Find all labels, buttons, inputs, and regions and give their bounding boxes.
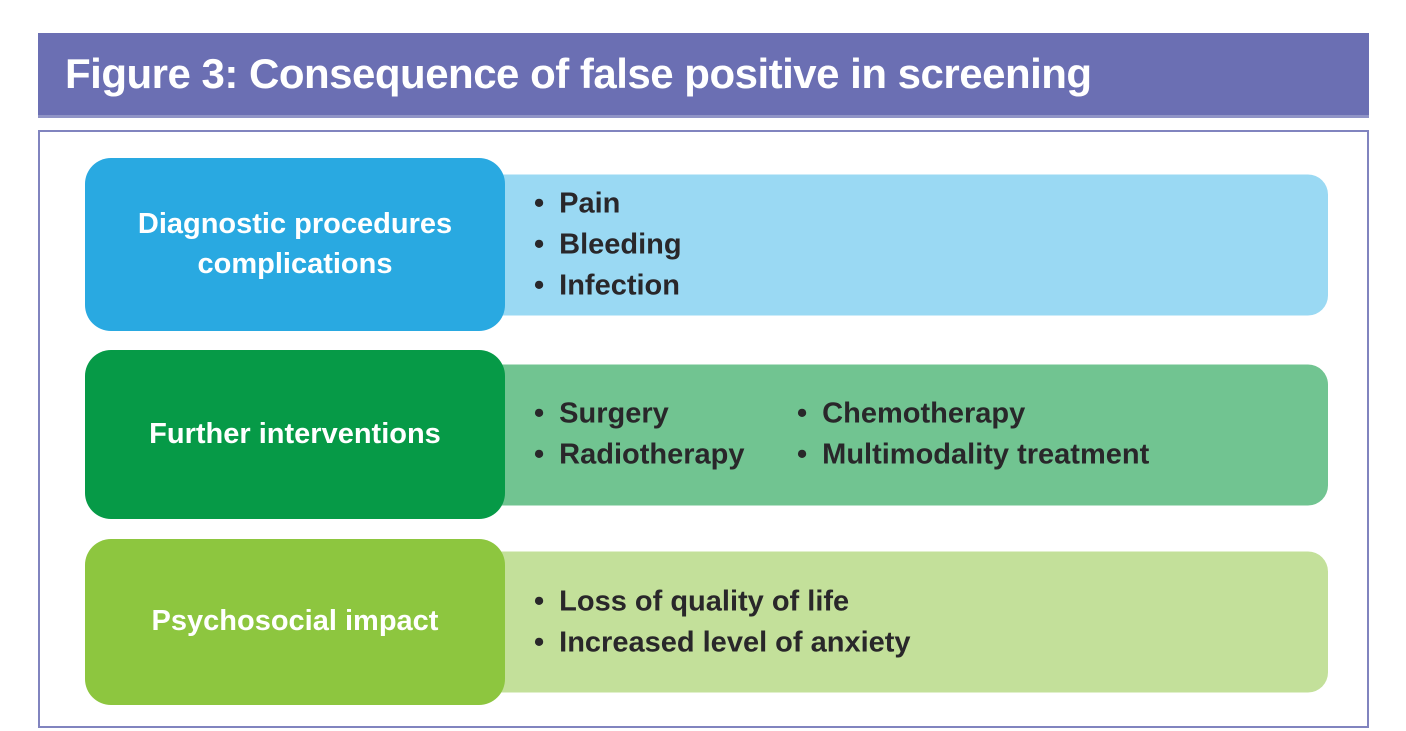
bullet-item: • Increased level of anxiety <box>534 622 911 663</box>
bullet-dot-icon: • <box>534 269 545 301</box>
bullet-item: • Pain <box>534 183 682 224</box>
bullet-text: Increased level of anxiety <box>559 626 911 658</box>
bullet-list: • Chemotherapy • Multimodality treatment <box>797 394 1149 476</box>
row-label: Further interventions <box>149 417 441 450</box>
bullet-item: • Loss of quality of life <box>534 581 911 622</box>
figure-title: Figure 3: Consequence of false positive … <box>65 50 1092 97</box>
row-diagnostic-procedures: • Pain • Bleeding • Infection Diagnostic… <box>40 158 1367 331</box>
bullet-item: • Surgery <box>534 394 797 435</box>
bullet-dot-icon: • <box>534 228 545 260</box>
row-label: Psychosocial impact <box>151 605 439 638</box>
row-interventions-bullets-bar: • Surgery • Radiotherapy • Chemotherapy <box>480 364 1328 505</box>
row-psychosocial-bullets-bar: • Loss of quality of life • Increased le… <box>480 551 1328 693</box>
bullet-list: • Pain • Bleeding • Infection <box>534 183 682 306</box>
bullet-text: Infection <box>559 269 680 301</box>
bullet-dot-icon: • <box>534 397 545 430</box>
figure-frame: • Pain • Bleeding • Infection Diagnostic… <box>38 130 1369 728</box>
row-psychosocial-label-block: Psychosocial impact <box>85 539 505 705</box>
bullet-text: Loss of quality of life <box>559 585 850 617</box>
bullet-dot-icon: • <box>534 585 545 617</box>
bullet-item: • Radiotherapy <box>534 435 797 476</box>
row-psychosocial-impact: • Loss of quality of life • Increased le… <box>40 539 1367 705</box>
row-interventions-label-block: Further interventions <box>85 350 505 519</box>
row-label: Diagnostic procedures complications <box>137 208 453 280</box>
bullet-dot-icon: • <box>534 187 545 219</box>
bullet-item: • Multimodality treatment <box>797 435 1149 476</box>
row-diagnostic-bullets-bar: • Pain • Bleeding • Infection <box>480 174 1328 315</box>
bullet-item: • Infection <box>534 265 682 306</box>
bullet-list: • Loss of quality of life • Increased le… <box>534 581 911 663</box>
bullet-text: Pain <box>559 187 621 219</box>
bullet-dot-icon: • <box>797 397 808 430</box>
bullet-dot-icon: • <box>797 438 808 471</box>
bullet-text: Multimodality treatment <box>822 438 1150 471</box>
bullet-text: Radiotherapy <box>559 438 745 471</box>
figure-header: Figure 3: Consequence of false positive … <box>38 33 1369 118</box>
row-diagnostic-label-block: Diagnostic procedures complications <box>85 158 505 331</box>
bullet-list: • Surgery • Radiotherapy <box>534 394 797 476</box>
row-further-interventions: • Surgery • Radiotherapy • Chemotherapy <box>40 350 1367 519</box>
bullet-columns: • Surgery • Radiotherapy • Chemotherapy <box>534 394 1149 476</box>
bullet-item: • Chemotherapy <box>797 394 1149 435</box>
bullet-text: Chemotherapy <box>822 397 1026 430</box>
bullet-text: Surgery <box>559 397 669 430</box>
bullet-dot-icon: • <box>534 626 545 658</box>
bullet-text: Bleeding <box>559 228 682 260</box>
bullet-item: • Bleeding <box>534 224 682 265</box>
bullet-dot-icon: • <box>534 438 545 471</box>
